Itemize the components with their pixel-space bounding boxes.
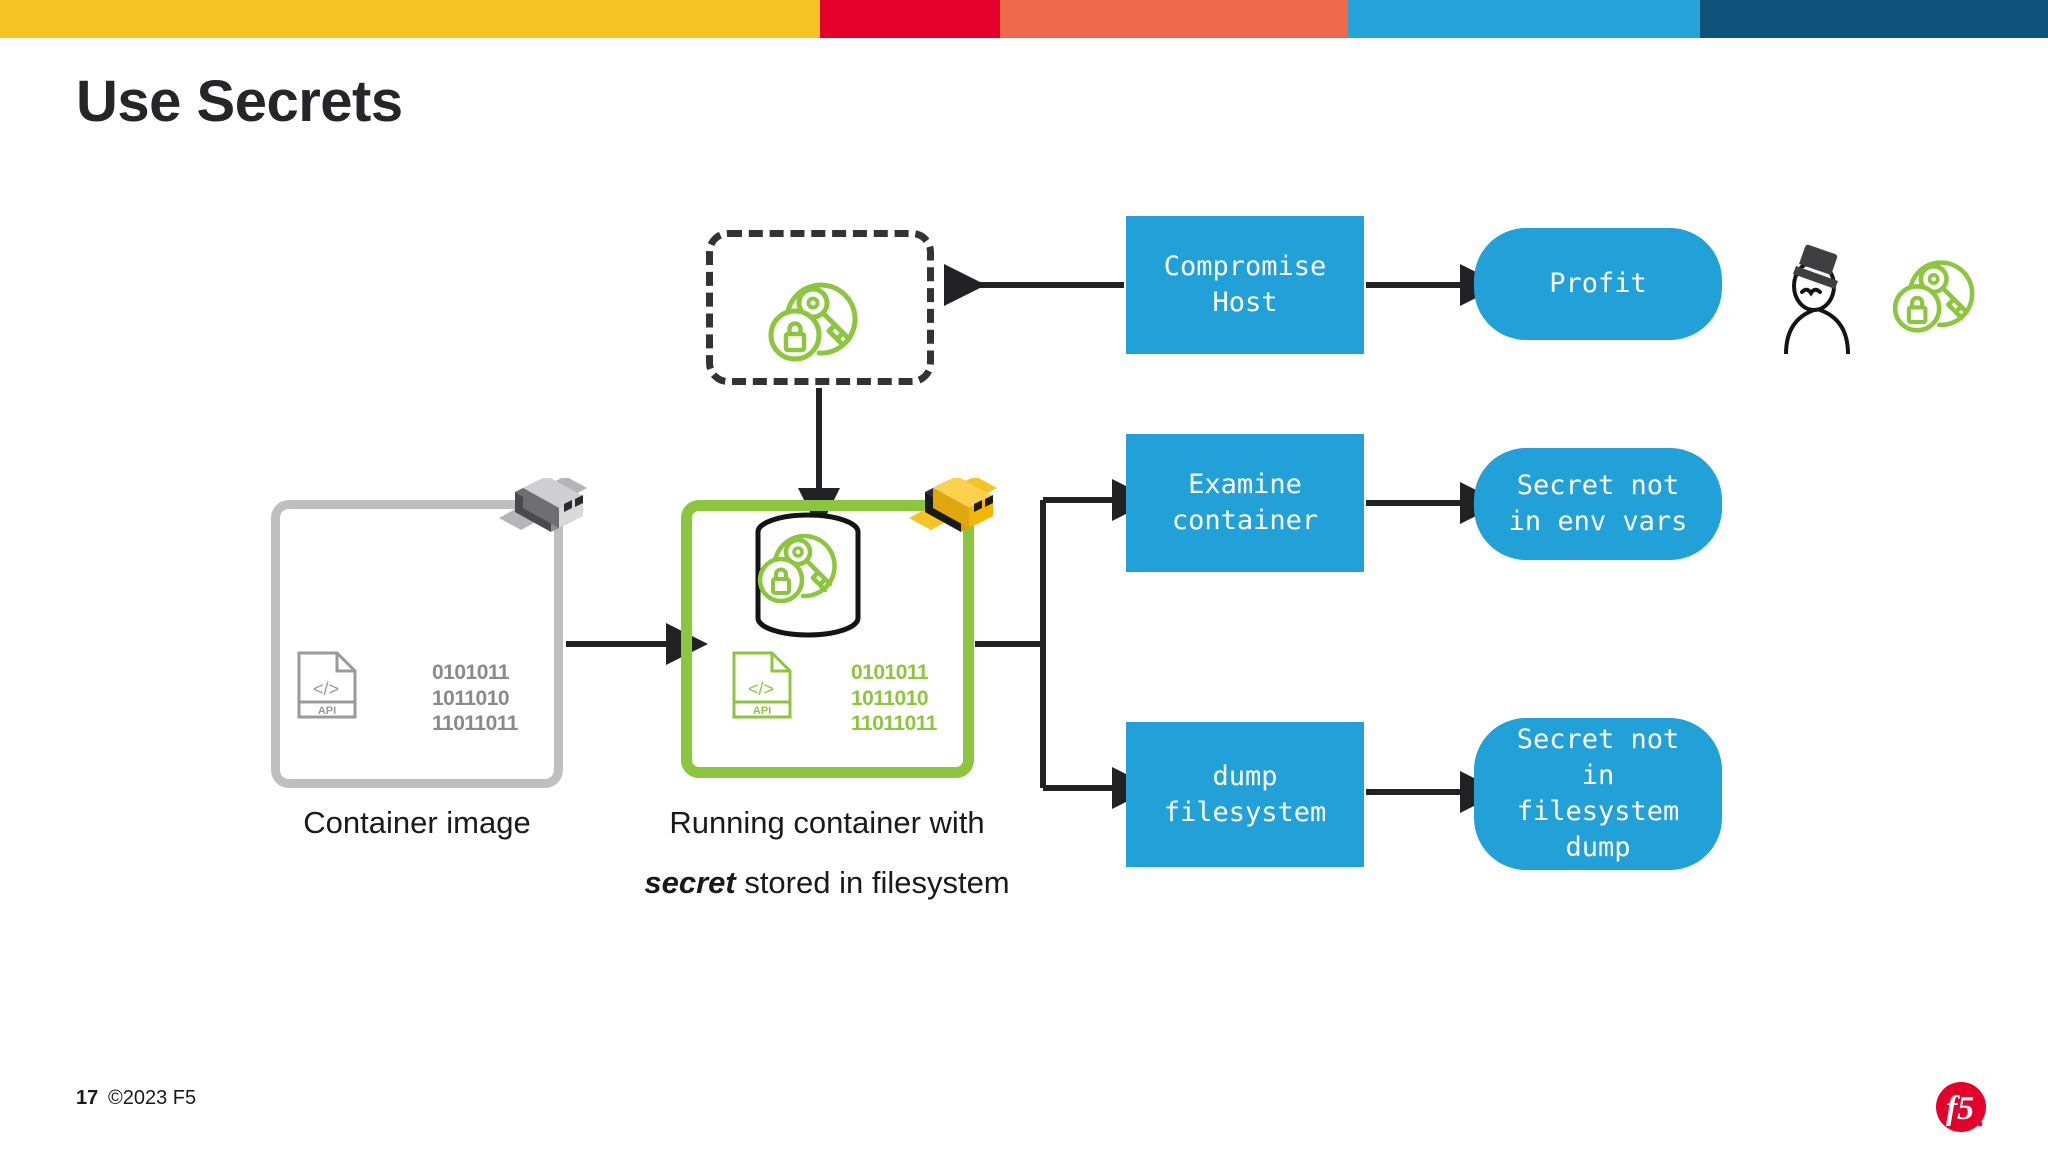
box-dump-filesystem[interactable]: dump filesystem bbox=[1126, 722, 1364, 867]
top-hat-icon bbox=[1793, 244, 1838, 289]
actor-key-lock-icon bbox=[1892, 260, 1975, 333]
caption-running-container-line2: secret stored in filesystem bbox=[581, 865, 1073, 901]
caption-secret-word: secret bbox=[644, 865, 736, 900]
box-examine-container[interactable]: Examine container bbox=[1126, 434, 1364, 572]
top-bar-segment-orange bbox=[1000, 0, 1348, 38]
top-bar-segment-red bbox=[820, 0, 1000, 38]
key-lock-icon-inner bbox=[757, 533, 837, 604]
dashed-secret-box bbox=[706, 230, 934, 385]
footer-slide-number: 17 bbox=[76, 1087, 99, 1109]
box-compromise-host[interactable]: Compromise Host bbox=[1126, 216, 1364, 354]
api-file-icon-gray: </> API bbox=[297, 651, 357, 719]
running-container-box bbox=[681, 500, 974, 778]
api-file-icon-green: </> API bbox=[732, 651, 792, 719]
svg-text:f5: f5 bbox=[1946, 1090, 1974, 1127]
top-bar-segment-yellow bbox=[0, 0, 820, 38]
database-cylinder-icon bbox=[755, 512, 861, 638]
key-lock-icon bbox=[768, 282, 858, 362]
caption-secret-rest: stored in filesystem bbox=[735, 865, 1010, 900]
top-bar-segment-dark-blue bbox=[1700, 0, 2048, 38]
svg-text:API: API bbox=[753, 705, 771, 717]
page-title: Use Secrets bbox=[76, 69, 403, 134]
f5-logo: f5 bbox=[1936, 1082, 1986, 1132]
caption-container-image: Container image bbox=[303, 805, 531, 840]
container-image-box bbox=[271, 500, 563, 788]
footer-copyright: ©2023 F5 bbox=[108, 1087, 197, 1109]
svg-text:</>: </> bbox=[748, 679, 774, 699]
container-package-icon-gray bbox=[499, 478, 587, 532]
svg-text:API: API bbox=[318, 705, 336, 717]
top-bar-segment-light-blue bbox=[1348, 0, 1700, 38]
box-profit[interactable]: Profit bbox=[1474, 228, 1722, 340]
box-secret-not-in-env-vars[interactable]: Secret not in env vars bbox=[1474, 448, 1722, 560]
box-secret-not-in-filesystem-dump[interactable]: Secret not in filesystem dump bbox=[1474, 718, 1722, 870]
binary-text-green: 0101011 1011010 11011011 bbox=[851, 661, 937, 736]
hacker-person-icon bbox=[1784, 244, 1850, 354]
binary-text-gray: 0101011 1011010 11011011 bbox=[432, 661, 518, 736]
container-package-icon-orange bbox=[909, 478, 997, 532]
caption-running-container-line1: Running container with bbox=[669, 805, 985, 840]
svg-text:</>: </> bbox=[313, 679, 339, 699]
